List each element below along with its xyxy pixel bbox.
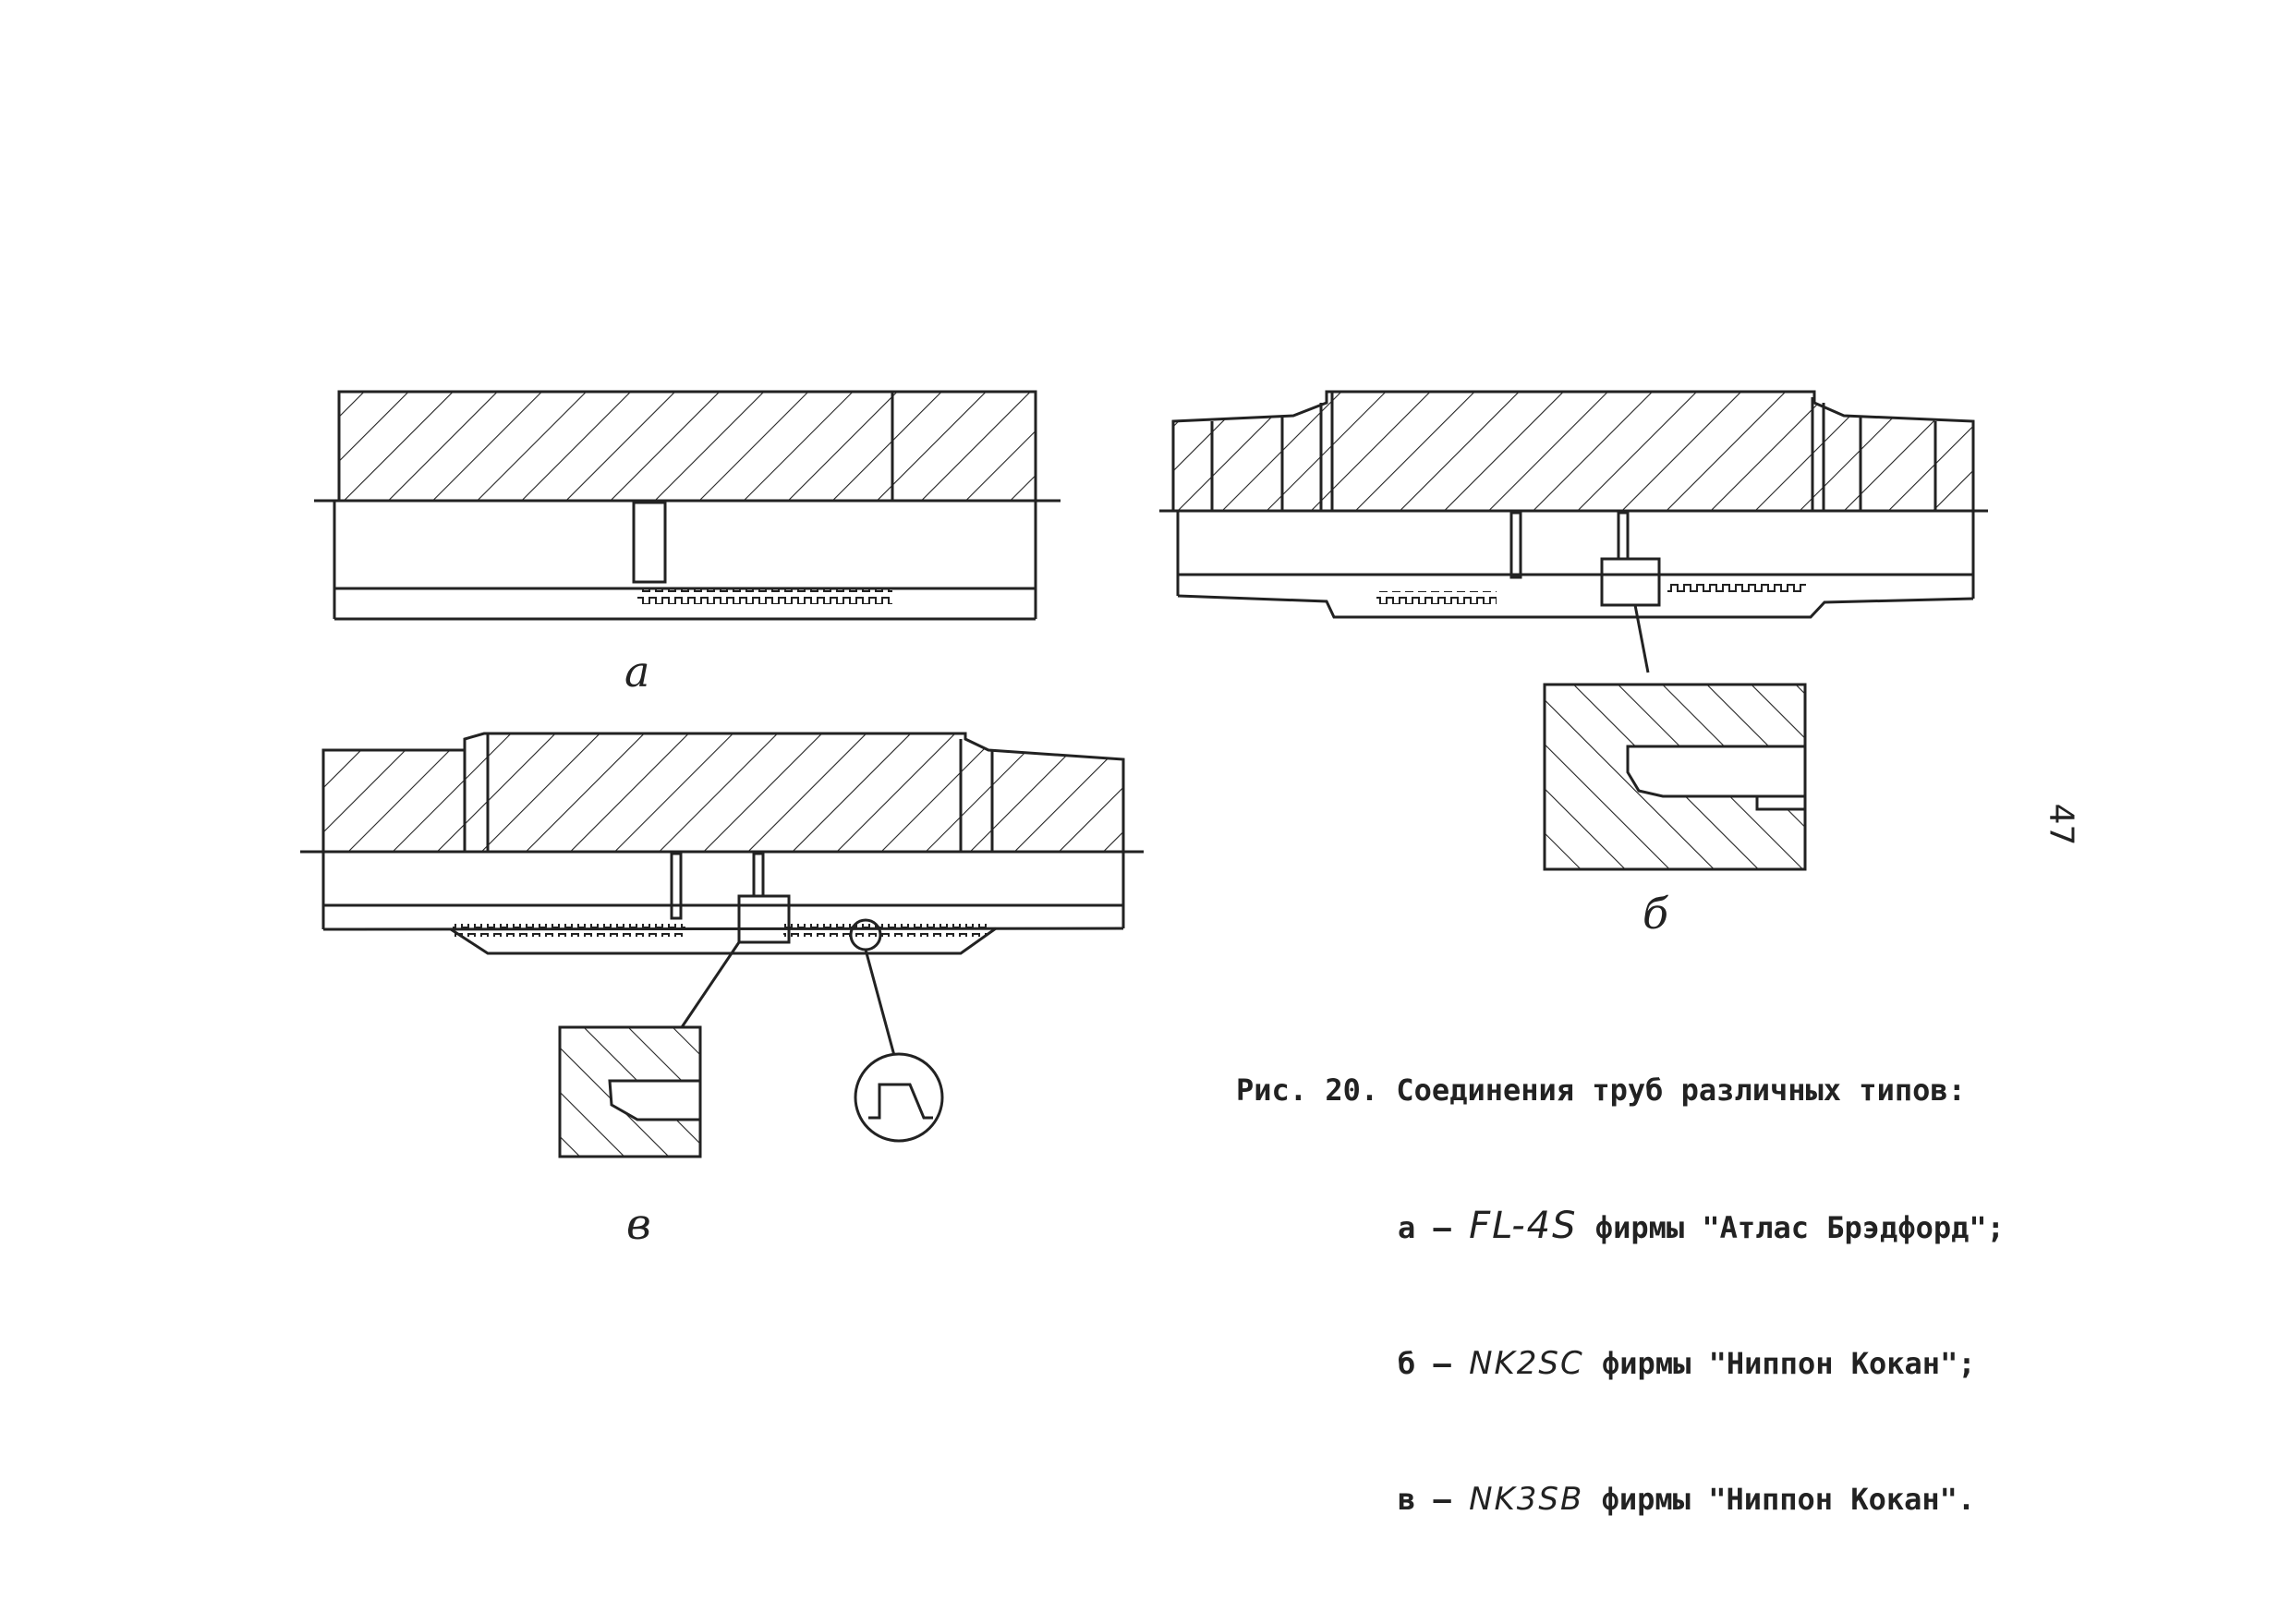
- drawing-c-nk3sb: [300, 732, 1144, 1158]
- caption-item-a-prefix: а –: [1398, 1210, 1451, 1245]
- caption-item-c-prefix: в –: [1398, 1482, 1451, 1517]
- caption-item-b-prefix: б –: [1398, 1346, 1451, 1381]
- caption-item-c-code: NK3SB: [1469, 1481, 1584, 1518]
- caption-item-c-firm: фирмы "Ниппон Кокан".: [1601, 1482, 1976, 1517]
- drawing-a-fl4s: [314, 390, 1061, 621]
- figure-label-c: в: [626, 1199, 651, 1249]
- caption-title: Рис. 20. Соединения труб различных типов…: [1236, 1073, 1966, 1108]
- caption-item-b-firm: фирмы "Ниппон Кокан";: [1602, 1346, 1976, 1381]
- caption-item-b: б – NK2SC фирмы "Ниппон Кокан";: [1236, 1341, 2005, 1387]
- caption-item-a-code: FL-4S: [1469, 1205, 1578, 1247]
- figure-label-a: а: [624, 647, 650, 697]
- caption-item-c: в – NK3SB фирмы "Ниппон Кокан".: [1236, 1477, 2005, 1522]
- caption-item-a-firm: фирмы "Атлас Брэдфорд";: [1594, 1210, 2005, 1245]
- figure-label-b: б: [1642, 889, 1669, 939]
- caption-item-a: а – FL-4S фирмы "Атлас Брэдфорд";: [1236, 1204, 2005, 1251]
- figure-caption: Рис. 20. Соединения труб различных типов…: [1236, 977, 2005, 1568]
- page-number: 47: [2042, 803, 2080, 846]
- caption-item-b-code: NK2SC: [1469, 1345, 1584, 1382]
- drawing-b-nk2sc: [1159, 390, 1988, 871]
